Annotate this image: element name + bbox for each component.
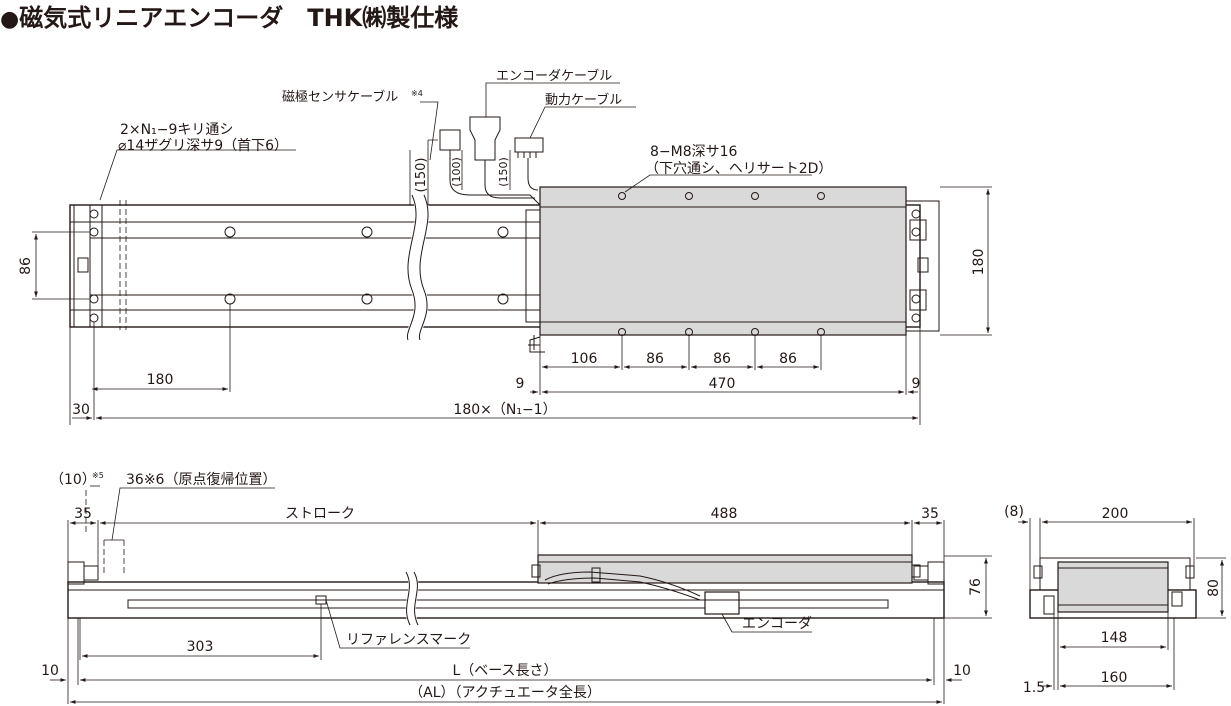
break-line (406, 194, 417, 341)
dim-end-9-right: 9 (912, 376, 921, 392)
dim-end-35-left: 35 (74, 506, 92, 522)
dim-pitch-180: 180 (147, 372, 174, 388)
origin-note: 36※6（原点復帰位置） (126, 471, 276, 488)
leaders-top (99, 82, 812, 205)
break-line (413, 571, 419, 626)
dim-offset-1-5: 1.5 (1023, 680, 1045, 696)
hole-spec-line2: ⌀14ザグリ深サ9（首下6） (118, 138, 288, 154)
encoder-head-icon (704, 591, 740, 615)
dim-pitch-106: 106 (571, 351, 598, 367)
dim-offset-8: (8) (1004, 504, 1024, 520)
dims-top (32, 186, 992, 425)
dim-pitch-86b: 86 (713, 351, 731, 367)
bolt-hole-icon (911, 313, 921, 323)
dim-offset-10-ref: ※5 (92, 471, 104, 480)
dim-carriage-488: 488 (711, 506, 738, 522)
title-text: 磁気式リニアエンコーダ THK㈱製仕様 (19, 4, 459, 32)
break-gap (405, 569, 419, 628)
dim-offset-10: （10） (50, 472, 96, 488)
bolt-hole-icon (911, 227, 921, 237)
encoder-connector-icon (469, 116, 501, 161)
tap-spec-line1: 8−M8深サ16 (650, 144, 738, 160)
dim-width-200: 200 (1102, 506, 1129, 522)
carriage (525, 186, 907, 336)
dim-end-9-left: 9 (516, 376, 525, 392)
dim-pitch-86a: 86 (646, 351, 664, 367)
dim-ref-303: 303 (187, 639, 214, 655)
pole-sensor-cable-label: 磁極センサケーブル (282, 89, 398, 105)
dim-width-148: 148 (1101, 630, 1128, 646)
top-view: 2×N₁−9キリ通シ ⌀14ザグリ深サ9（首下6） 磁極センサケーブル ※4 エ… (18, 68, 992, 425)
encoder-cable-label: エンコーダケーブル (496, 68, 612, 84)
dim-carriage-470: 470 (709, 376, 736, 392)
bolt-hole-icon (361, 293, 373, 305)
bolt-hole-icon (89, 313, 99, 323)
pole-sensor-connector-icon (439, 129, 461, 151)
dim-height-86: 86 (18, 257, 34, 275)
base-length-label: L（ベース長さ） (452, 663, 557, 679)
dim-height-180: 180 (971, 249, 987, 276)
hole-spec-line1: 2×N₁−9キリ通シ (120, 122, 233, 138)
stroke-label: ストローク (285, 506, 355, 522)
bolt-hole-icon (89, 294, 99, 304)
bolt-hole-icon (89, 227, 99, 237)
tap-hole-icon (817, 192, 825, 200)
bolt-hole-icon (361, 226, 373, 238)
bolt-hole-icon (497, 226, 509, 238)
dim-cable-100: (100) (450, 157, 463, 187)
encoder-label: エンコーダ (742, 616, 812, 632)
dims-side (50, 485, 992, 704)
bolt-hole-icon (497, 293, 509, 305)
tap-hole-icon (751, 192, 759, 200)
dims-end (1018, 518, 1226, 690)
reference-mark-label: リファレンスマーク (346, 632, 471, 648)
tap-spec-line2: （下穴通シ、ヘリサート2D） (645, 161, 832, 177)
dim-total-formula: 180×（N₁−1） (453, 402, 556, 418)
dim-cable-150b: (150) (497, 157, 510, 187)
side-carriage (531, 554, 921, 615)
pole-sensor-note: ※4 (411, 89, 423, 98)
bullet-icon: ● (0, 7, 20, 32)
tap-hole-icon (618, 192, 626, 200)
dim-end-10-right: 10 (953, 663, 971, 679)
dim-width-160: 160 (1101, 670, 1128, 686)
bolt-hole-icon (89, 209, 99, 219)
break-line (405, 571, 411, 626)
dim-end-10-left: 10 (41, 663, 59, 679)
dim-pitch-86c: 86 (779, 351, 797, 367)
dim-end-30: 30 (72, 402, 90, 418)
dim-height-80: 80 (1206, 579, 1222, 597)
break-gap (406, 192, 429, 343)
end-view: (8) 200 80 148 1.5 160 (1004, 504, 1226, 696)
dim-cable-150a: (150) (414, 158, 429, 193)
side-view: （10） ※5 36※6（原点復帰位置） 35 ストローク 488 35 76 … (41, 471, 992, 704)
cables (427, 116, 545, 353)
bolt-hole-icon (911, 209, 921, 219)
tap-hole-icon (685, 192, 693, 200)
mounting-holes (89, 209, 921, 323)
dim-height-76: 76 (968, 578, 984, 596)
break-line (418, 194, 429, 341)
dim-end-35-right: 35 (921, 506, 939, 522)
side-base (67, 561, 945, 619)
bolt-hole-icon (911, 294, 921, 304)
actuator-length-label: （AL）（アクチュエータ全長） (409, 684, 601, 701)
power-connector-icon (514, 137, 544, 153)
power-cable-label: 動力ケーブル (545, 92, 622, 108)
page-title: ●磁気式リニアエンコーダ THK㈱製仕様 (0, 0, 458, 33)
bolt-hole-icon (224, 226, 236, 238)
